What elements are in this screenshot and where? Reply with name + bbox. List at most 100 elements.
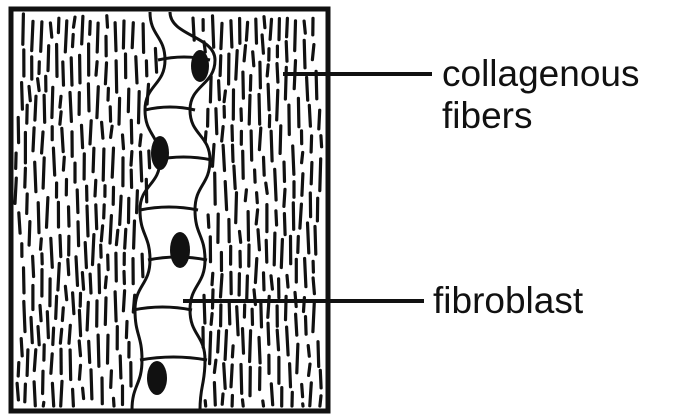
fiber-stroke (210, 77, 211, 102)
fiber-stroke (95, 180, 96, 196)
fiber-stroke (281, 240, 282, 268)
fiber-stroke (25, 168, 26, 187)
fiber-stroke (268, 84, 269, 109)
fiber-stroke (302, 153, 303, 163)
fiber-stroke (271, 276, 272, 289)
fiber-stroke (105, 298, 106, 325)
fiber-stroke (155, 49, 156, 73)
fiber-stroke (320, 370, 321, 388)
fiber-stroke (222, 394, 223, 404)
fiber-stroke (243, 329, 244, 354)
fiber-stroke (22, 83, 23, 110)
fiber-stroke (51, 238, 53, 267)
fiber-stroke (213, 16, 214, 47)
fiber-stroke (220, 56, 221, 76)
fiber-stroke (259, 95, 260, 125)
fiber-stroke (31, 318, 32, 343)
fiber-stroke (284, 189, 285, 206)
fiber-stroke (243, 72, 244, 98)
fiber-stroke (224, 91, 225, 102)
fiber-stroke (91, 370, 92, 399)
fiber-stroke (243, 151, 244, 178)
fiber-stroke (87, 302, 88, 330)
fiber-stroke (115, 23, 116, 51)
fiber-stroke (311, 163, 312, 184)
fiber-stroke (96, 205, 97, 229)
fiber-stroke (73, 293, 74, 314)
fiber-stroke (247, 276, 248, 300)
fiber-stroke (221, 23, 222, 48)
collagenous-fiber-strokes (15, 14, 322, 406)
fiber-stroke (139, 92, 140, 123)
fiber-stroke (219, 81, 220, 100)
fiber-stroke (61, 381, 62, 406)
fiber-stroke (18, 363, 19, 376)
fiber-stroke (111, 126, 113, 137)
fiber-stroke (257, 193, 258, 203)
fiber-stroke (97, 87, 98, 118)
fiber-stroke (77, 190, 78, 213)
fiber-stroke (56, 296, 57, 318)
fiber-stroke (256, 210, 257, 224)
fiber-stroke (17, 383, 18, 400)
fiber-stroke (213, 145, 215, 167)
fiber-stroke (241, 365, 242, 394)
fiber-stroke (140, 135, 141, 146)
fiber-stroke (270, 19, 271, 39)
fiber-stroke (120, 196, 121, 224)
fiber-stroke (78, 222, 79, 246)
fiber-stroke (243, 400, 244, 406)
fiber-stroke (114, 398, 115, 406)
fiber-stroke (87, 206, 88, 236)
fiber-stroke (263, 401, 264, 406)
fiber-stroke (108, 335, 109, 363)
fiber-stroke (286, 42, 287, 62)
fiber-stroke (296, 314, 297, 335)
fiber-stroke (128, 89, 129, 112)
fiber-stroke (44, 95, 45, 122)
fiber-stroke (208, 215, 209, 227)
fiber-stroke (76, 257, 78, 286)
fiber-stroke (35, 96, 36, 120)
fiber-stroke (274, 233, 275, 265)
fiber-stroke (318, 342, 319, 367)
fiber-stroke (52, 87, 53, 117)
fiber-stroke (216, 109, 217, 134)
fiber-stroke (229, 303, 230, 324)
fiber-stroke (27, 350, 28, 376)
fiber-stroke (225, 182, 226, 210)
fiber-stroke (222, 127, 223, 141)
fiber-stroke (40, 306, 41, 321)
fiber-stroke (287, 276, 288, 288)
fiber-stroke (234, 166, 235, 188)
fiber-stroke (34, 350, 36, 371)
fiber-stroke (236, 193, 237, 223)
fiber-stroke (309, 105, 310, 126)
fiber-stroke (290, 364, 291, 387)
fiber-stroke (214, 383, 215, 405)
cell-junction (133, 307, 192, 310)
fiber-stroke (63, 157, 64, 170)
fiber-stroke (90, 121, 91, 144)
fiber-stroke (131, 152, 132, 166)
fiber-stroke (69, 325, 70, 343)
fiber-stroke (275, 169, 276, 200)
fiber-stroke (259, 338, 260, 363)
fiber-stroke (47, 312, 48, 338)
fiber-stroke (276, 211, 277, 225)
fiber-stroke (79, 341, 80, 356)
fiber-stroke (41, 239, 42, 249)
fiber-stroke (101, 226, 102, 241)
fiber-stroke (266, 240, 267, 262)
fiber-stroke (277, 330, 278, 350)
fiber-stroke (53, 328, 54, 344)
fiber-stroke (97, 23, 98, 52)
fiber-stroke (58, 264, 59, 291)
fiber-stroke (111, 371, 112, 388)
fiber-stroke (123, 135, 124, 149)
fiber-stroke (48, 46, 49, 71)
fiber-stroke (134, 221, 135, 248)
fiber-stroke (233, 145, 234, 161)
fiber-stroke (300, 204, 302, 228)
fiber-stroke (35, 162, 36, 192)
